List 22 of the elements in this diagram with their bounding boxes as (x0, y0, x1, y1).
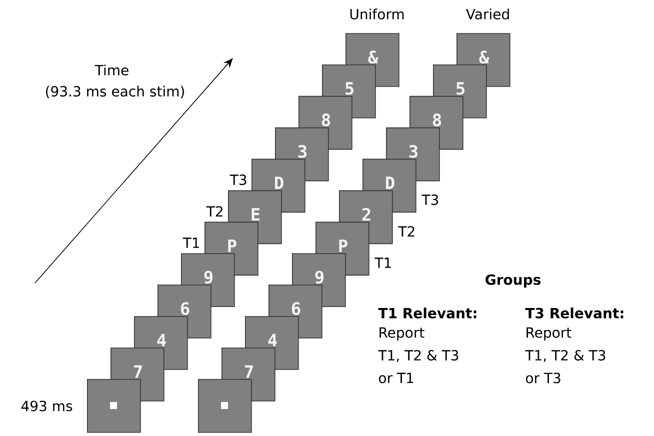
groups-heading: Groups (486, 274, 540, 288)
axis-label: (93.3 ms each stim) (46, 86, 184, 98)
target-label: T2 (206, 206, 222, 216)
axis-label: Time (94, 64, 128, 76)
duration-label: 493 ms (21, 400, 72, 412)
group-text: T1, T2 & T3 (378, 350, 458, 362)
group-text: Report (526, 327, 572, 341)
target-label: T3 (230, 174, 246, 186)
target-label: T1 (374, 258, 391, 268)
group-text: Report (380, 327, 424, 341)
group-text: T1, T2 & T3 (525, 350, 606, 362)
group-heading: T3 Relevant: (525, 308, 624, 318)
column-heading: Uniform (350, 8, 404, 20)
column-heading: Varied (466, 8, 509, 20)
group-text: or T1 (378, 372, 414, 384)
target-label: T2 (398, 226, 414, 236)
group-text: or T3 (526, 372, 560, 384)
group-heading: T1 Relevant: (378, 308, 476, 318)
target-label: T1 (182, 238, 200, 248)
fixation-square (87, 379, 141, 433)
target-label: T3 (422, 194, 438, 206)
fixation-square (198, 379, 252, 433)
